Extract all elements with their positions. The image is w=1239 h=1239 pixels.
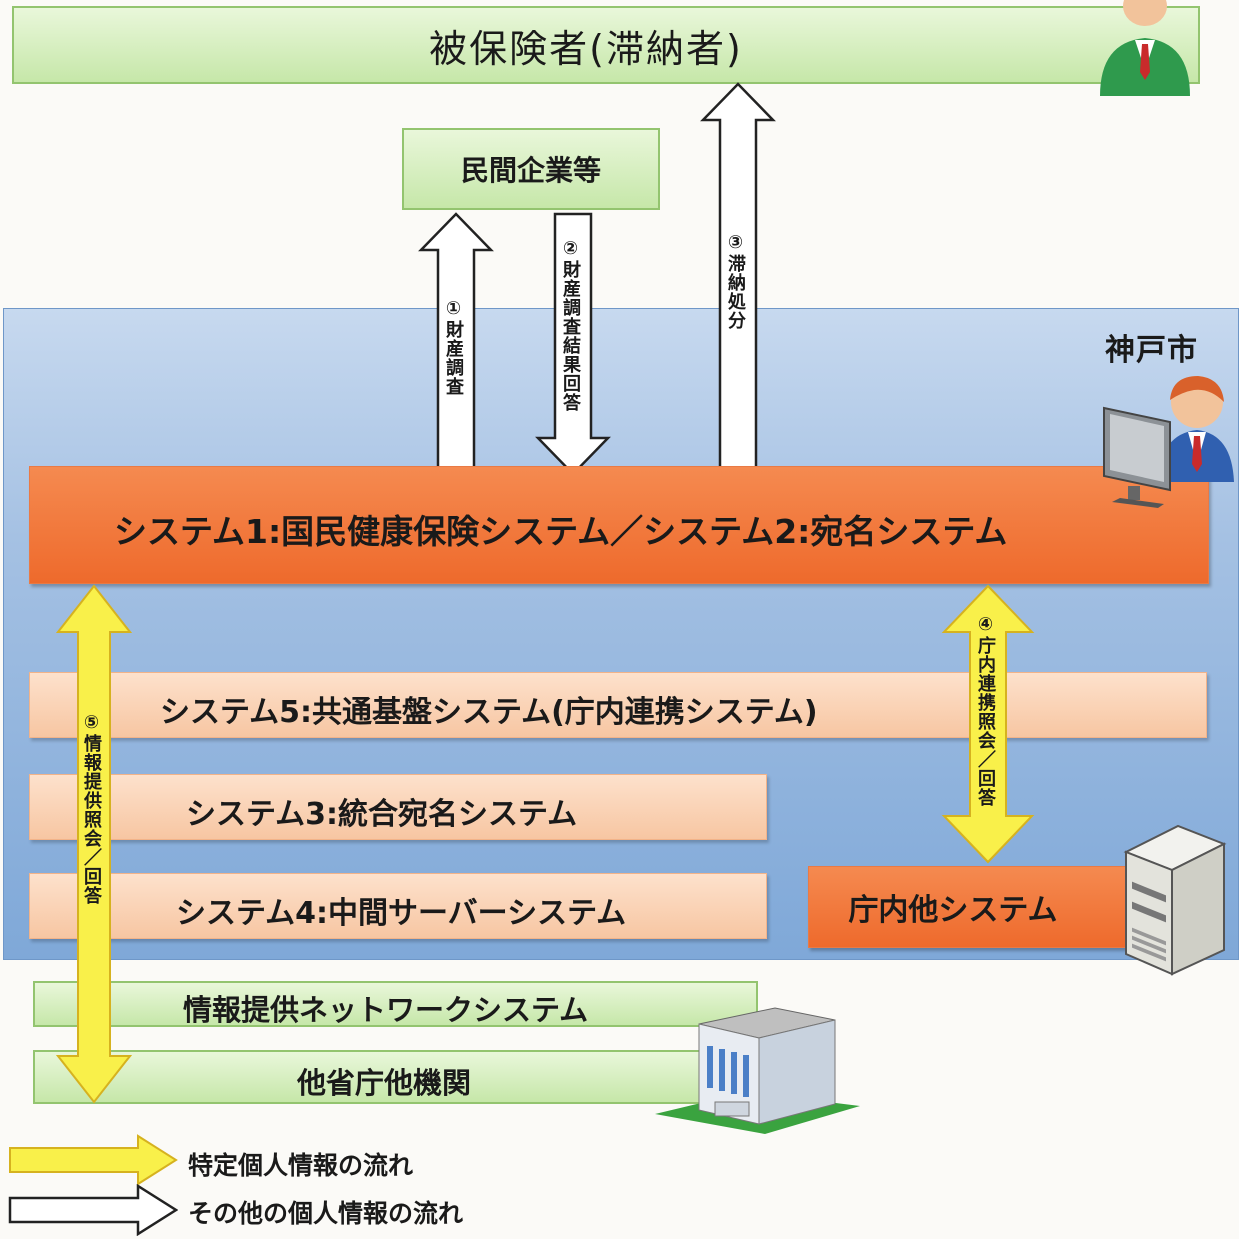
other-agencies-box: 他省庁他機関 [33, 1050, 753, 1104]
arrow-1-up [418, 212, 494, 472]
kobe-city-region [3, 308, 1239, 960]
computer-user-icon [1103, 376, 1234, 508]
arrow-2-label: ②財産調査結果回答 [560, 238, 581, 412]
arrow-3-label: ③滞納処分 [725, 232, 746, 330]
private-companies-label: 民間企業等 [460, 154, 601, 187]
city-label: 神戸市 [1105, 333, 1198, 368]
insured-person-label: 被保険者(滞納者) [429, 26, 743, 71]
system-3-label: システム3:統合宛名システム [186, 797, 578, 832]
legend-yellow-arrow [9, 1134, 178, 1186]
arrow-2-down [535, 212, 611, 476]
system-4-label: システム4:中間サーバーシステム [176, 896, 627, 931]
system-1-2-bar: システム1:国民健康保険システム／システム2:宛名システム [29, 466, 1209, 584]
building-icon [655, 1007, 860, 1134]
arrow-4-label: ④庁内連携照会／回答 [975, 614, 996, 807]
legend-white-arrow [8, 1184, 178, 1236]
system-5-label: システム5:共通基盤システム(庁内連携システム) [160, 695, 818, 730]
system-3-bar: システム3:統合宛名システム [29, 774, 767, 840]
server-icon [1123, 824, 1227, 976]
legend-white-label: その他の個人情報の流れ [188, 1199, 464, 1228]
arrow-5-double [56, 584, 132, 1104]
other-agencies-label: 他省庁他機関 [297, 1066, 472, 1100]
legend-yellow-label: 特定個人情報の流れ [188, 1151, 414, 1180]
person-icon [1100, 0, 1190, 96]
system-5-bar: システム5:共通基盤システム(庁内連携システム) [29, 672, 1207, 738]
system-4-bar: システム4:中間サーバーシステム [29, 873, 767, 939]
other-internal-system-box: 庁内他システム [808, 866, 1128, 948]
system-1-2-label: システム1:国民健康保険システム／システム2:宛名システム [114, 512, 1008, 551]
network-system-label: 情報提供ネットワークシステム [183, 993, 589, 1027]
insured-person-box: 被保険者(滞納者) [12, 6, 1200, 84]
private-companies-box: 民間企業等 [402, 128, 660, 210]
arrow-3-up [700, 82, 776, 472]
other-internal-system-label: 庁内他システム [848, 893, 1058, 928]
network-system-box: 情報提供ネットワークシステム [33, 981, 758, 1027]
arrow-5-label: ⑤情報提供照会／回答 [81, 712, 102, 905]
arrow-4-double [941, 584, 1035, 864]
arrow-1-label: ①財産調査 [443, 298, 464, 396]
